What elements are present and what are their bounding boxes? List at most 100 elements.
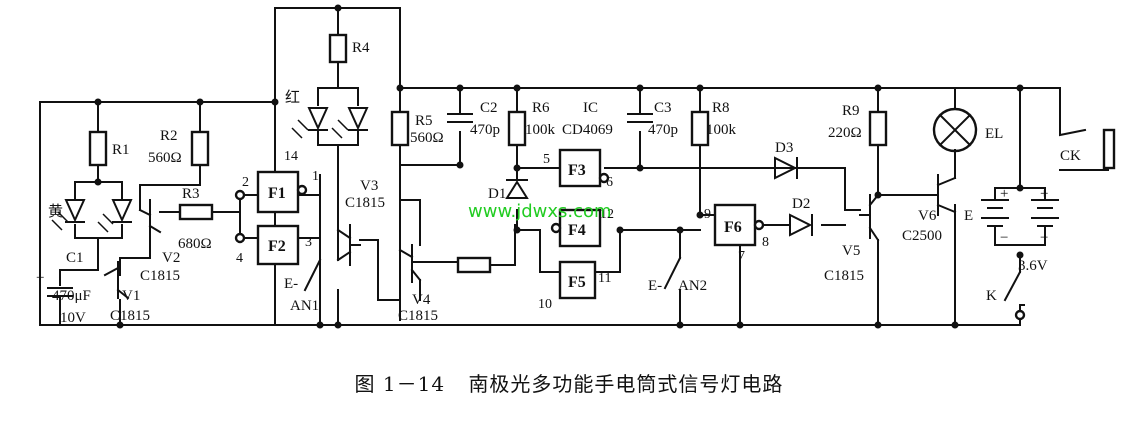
gate-f1 (256, 170, 300, 214)
label-ic: IC (583, 100, 598, 116)
component-labels: R1 R2 560Ω R3 680Ω R4 R5 560Ω C2 470p R6… (36, 40, 1081, 326)
label-v6-type: C2500 (902, 228, 942, 244)
battery-e (981, 187, 1059, 246)
diode-d1 (505, 179, 529, 199)
diode-d2 (789, 213, 813, 237)
transistor-v2 (138, 199, 162, 241)
switch-an2 (663, 256, 682, 290)
pin-3: 3 (305, 235, 312, 250)
pin-6: 6 (606, 175, 613, 190)
label-c1-plus: + (36, 270, 44, 286)
label-f2: F2 (268, 238, 286, 255)
label-v5-type: C1815 (824, 268, 864, 284)
pin-12: 12 (600, 207, 614, 222)
gate-f6 (713, 203, 757, 247)
label-f4: F4 (568, 222, 586, 239)
pin-10: 10 (538, 297, 552, 312)
label-e-plus: + (1000, 186, 1008, 202)
resistor-r7 (456, 256, 492, 274)
label-v3-type: C1815 (345, 195, 385, 211)
led-group-red (291, 107, 369, 139)
label-an2: AN2 (678, 278, 707, 294)
resistor-r4 (328, 33, 348, 64)
pin-2: 2 (242, 175, 249, 190)
switch-an1 (303, 258, 322, 301)
label-r9-value: 220Ω (828, 125, 862, 141)
pin-11: 11 (598, 271, 611, 286)
transistor-v1 (103, 261, 130, 300)
label-an2-e: E- (648, 278, 662, 294)
label-f6: F6 (724, 219, 742, 236)
resistor-r2 (190, 130, 210, 167)
label-c2-value: 470p (470, 122, 500, 138)
label-d3: D3 (775, 140, 793, 156)
label-an1-e: E- (284, 276, 298, 292)
label-v3: V3 (360, 178, 378, 194)
junctions (94, 4, 1024, 329)
label-r8: R8 (712, 100, 730, 116)
pin-1: 1 (312, 169, 319, 184)
diodes (505, 156, 813, 237)
jack-ck (1102, 128, 1116, 170)
resistor-r6 (507, 110, 527, 147)
label-r8-value: 100k (706, 122, 737, 138)
label-r5-value: 560Ω (410, 130, 444, 146)
label-d2: D2 (792, 196, 810, 212)
label-k: K (986, 288, 997, 304)
pin-14: 14 (284, 149, 298, 164)
label-r3-value: 680Ω (178, 236, 212, 252)
label-f3: F3 (568, 162, 586, 179)
label-r6-value: 100k (525, 122, 556, 138)
switch-k (1003, 270, 1025, 306)
capacitors (47, 113, 653, 297)
label-c1-voltage: 10V (60, 310, 86, 326)
pin-9: 9 (704, 207, 711, 222)
label-r6: R6 (532, 100, 550, 116)
label-f1: F1 (268, 185, 286, 202)
label-c1-value: 470μF (52, 288, 91, 304)
pin-7: 7 (738, 249, 745, 264)
pin-8: 8 (762, 235, 769, 250)
label-f5: F5 (568, 274, 586, 291)
transistors (103, 174, 957, 300)
label-ic-type: CD4069 (562, 122, 613, 138)
label-r9: R9 (842, 103, 860, 119)
resistor-r3 (178, 203, 214, 221)
gate-f5 (558, 260, 597, 300)
label-v4: V4 (412, 292, 431, 308)
circuit-schematic: R1 R2 560Ω R3 680Ω R4 R5 560Ω C2 470p R6… (36, 4, 1116, 329)
switches (303, 256, 1026, 321)
gate-f3 (558, 148, 602, 188)
label-d1: D1 (488, 186, 506, 202)
capacitor-c2 (447, 113, 473, 123)
label-r1: R1 (112, 142, 130, 158)
resistors (88, 33, 888, 274)
resistor-r9 (868, 110, 888, 147)
label-e-minus: − (1000, 230, 1008, 246)
label-v6: V6 (918, 208, 937, 224)
resistor-r8 (690, 110, 710, 147)
transistor-v4 (398, 244, 422, 283)
label-v5: V5 (842, 243, 860, 259)
label-r4: R4 (352, 40, 370, 56)
led-group-yellow (51, 199, 133, 233)
logic-gates (234, 148, 765, 300)
label-r5: R5 (415, 113, 433, 129)
label-r2: R2 (160, 128, 178, 144)
diode-d3 (774, 156, 798, 180)
label-v1: V1 (122, 288, 140, 304)
label-v2-type: C1815 (140, 268, 180, 284)
figure-number: 图 1－14 (354, 372, 446, 396)
gate-f2 (256, 224, 300, 266)
label-e-plus-2: + (1040, 186, 1048, 202)
capacitor-c3 (627, 113, 653, 123)
label-yellow: 黄 (48, 203, 63, 220)
label-el: EL (985, 126, 1003, 142)
label-r3: R3 (182, 186, 200, 202)
label-an1: AN1 (290, 298, 319, 314)
transistor-v3 (336, 224, 361, 266)
watermark: www.jdwxs.com (468, 201, 612, 222)
lamp-el (932, 107, 978, 153)
label-v2: V2 (162, 250, 180, 266)
gate-f4 (558, 208, 602, 248)
